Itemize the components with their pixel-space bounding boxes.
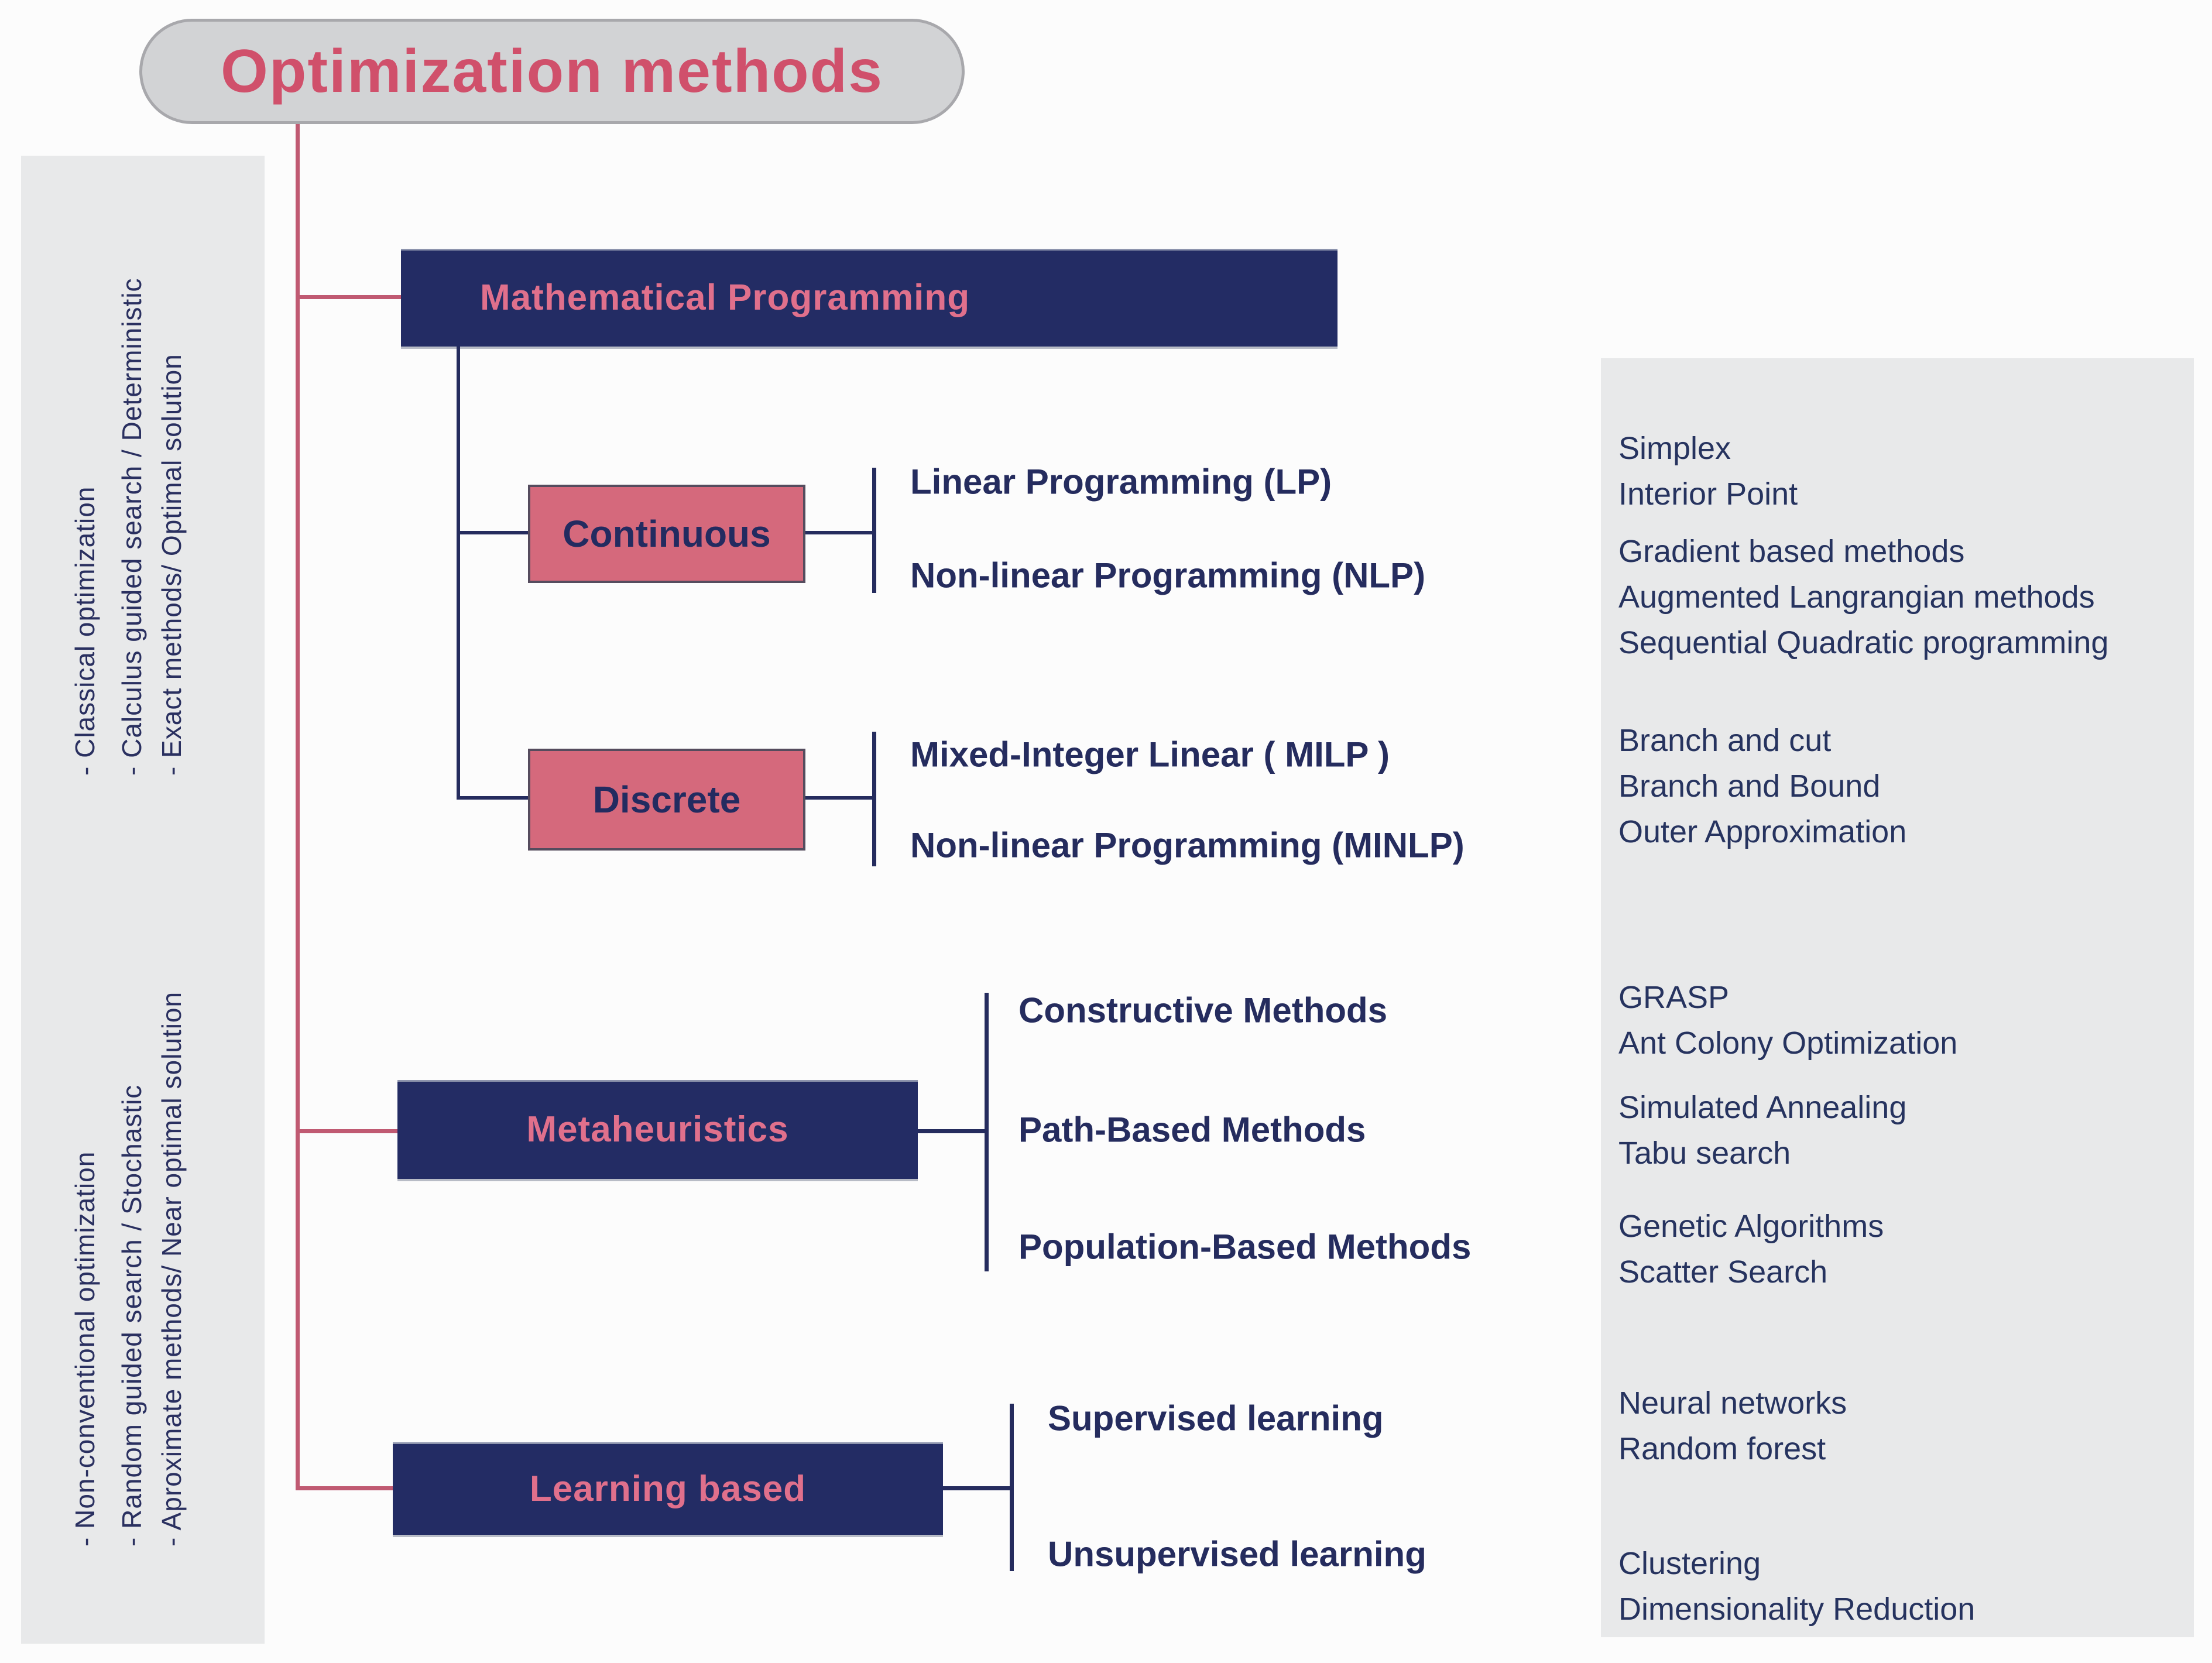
label-lp: Linear Programming (LP): [910, 462, 1332, 502]
continuous-label: Continuous: [563, 513, 771, 555]
label-unsupervised: Unsupervised learning: [1048, 1534, 1426, 1574]
mathematical-programming-label: Mathematical Programming: [480, 277, 970, 318]
label-milp: Mixed-Integer Linear ( MILP ): [910, 735, 1390, 774]
label-nlp: Non-linear Programming (NLP): [910, 556, 1426, 595]
mathematical-programming-box: Mathematical Programming: [401, 249, 1338, 347]
stub-continuous: [457, 531, 529, 534]
title-pill: Optimization methods: [139, 19, 965, 124]
right-panel-item: Random forest: [1618, 1431, 1826, 1466]
connector-learning-bracket: [943, 1486, 1010, 1490]
right-panel-item: Tabu search: [1618, 1136, 1791, 1171]
label-supervised: Supervised learning: [1048, 1398, 1384, 1438]
left-panel: [21, 156, 265, 1644]
left-annotation-random: - Random guided search / Stochastic: [116, 1084, 147, 1547]
right-panel-item: Neural networks: [1618, 1386, 1847, 1421]
metaheuristics-label: Metaheuristics: [526, 1109, 789, 1150]
right-panel-item: Sequential Quadratic programming: [1618, 625, 2109, 660]
learning-based-label: Learning based: [529, 1468, 807, 1509]
right-panel-group-nlp: Gradient based methods Augmented Langran…: [1618, 529, 2108, 666]
right-panel-item: Branch and Bound: [1618, 769, 1881, 804]
bracket-continuous: [872, 468, 876, 593]
mathprog-vertical-line: [457, 347, 460, 800]
right-panel-group-milp: Branch and cut Branch and Bound Outer Ap…: [1618, 718, 1906, 855]
left-annotation-aproximate: - Aproximate methods/ Near optimal solut…: [156, 991, 187, 1547]
right-panel-item: Branch and cut: [1618, 723, 1832, 758]
right-panel-group-unsupervised: Clustering Dimensionality Reduction: [1618, 1541, 1975, 1632]
discrete-box: Discrete: [528, 749, 805, 851]
continuous-box: Continuous: [528, 485, 805, 583]
right-panel-group-constructive: GRASP Ant Colony Optimization: [1618, 975, 1957, 1066]
right-panel-item: Genetic Algorithms: [1618, 1209, 1884, 1244]
right-panel-group-population: Genetic Algorithms Scatter Search: [1618, 1203, 1884, 1295]
right-panel-item: GRASP: [1618, 980, 1730, 1015]
right-panel-item: Augmented Langrangian methods: [1618, 580, 2095, 615]
learning-based-box: Learning based: [393, 1442, 943, 1535]
connector-metaheuristics: [297, 1129, 399, 1133]
right-panel-group-lp: Simplex Interior Point: [1618, 426, 1798, 517]
connector-continuous-bracket: [805, 531, 873, 534]
label-constructive: Constructive Methods: [1018, 990, 1388, 1030]
left-annotation-nonconventional: - Non-conventional optimization: [70, 1151, 100, 1547]
right-panel-item: Clustering: [1618, 1546, 1761, 1581]
right-panel-group-supervised: Neural networks Random forest: [1618, 1380, 1847, 1472]
right-panel-item: Ant Colony Optimization: [1618, 1026, 1958, 1061]
metaheuristics-box: Metaheuristics: [397, 1080, 918, 1179]
right-panel-item: Simulated Annealing: [1618, 1090, 1907, 1125]
label-population-based: Population-Based Methods: [1018, 1227, 1472, 1267]
trunk-line: [296, 124, 300, 1490]
right-panel-item: Dimensionality Reduction: [1618, 1592, 1976, 1627]
right-panel-item: Outer Approximation: [1618, 814, 1907, 849]
left-annotation-exact: - Exact methods/ Optimal solution: [156, 354, 187, 776]
right-panel-item: Gradient based methods: [1618, 534, 1965, 569]
connector-discrete-bracket: [805, 796, 873, 800]
right-panel-item: Simplex: [1618, 431, 1731, 466]
label-minlp: Non-linear Programming (MINLP): [910, 825, 1465, 865]
discrete-label: Discrete: [592, 779, 741, 821]
connector-learning: [297, 1486, 395, 1490]
right-panel-item: Interior Point: [1618, 476, 1798, 512]
bracket-metaheuristics: [985, 993, 989, 1271]
connector-mathprog: [297, 295, 403, 299]
page-title: Optimization methods: [221, 37, 883, 105]
left-annotation-calculus: - Calculus guided search / Deterministic: [116, 277, 147, 776]
stub-discrete: [457, 796, 529, 800]
right-panel: [1601, 358, 2194, 1637]
right-panel-item: Scatter Search: [1618, 1254, 1828, 1290]
label-path-based: Path-Based Methods: [1018, 1110, 1366, 1150]
bracket-discrete: [872, 732, 876, 866]
connector-metaheuristics-bracket: [918, 1129, 985, 1133]
right-panel-group-path: Simulated Annealing Tabu search: [1618, 1085, 1906, 1176]
left-annotation-classical: - Classical optimization: [70, 486, 100, 776]
bracket-learning: [1010, 1404, 1014, 1571]
